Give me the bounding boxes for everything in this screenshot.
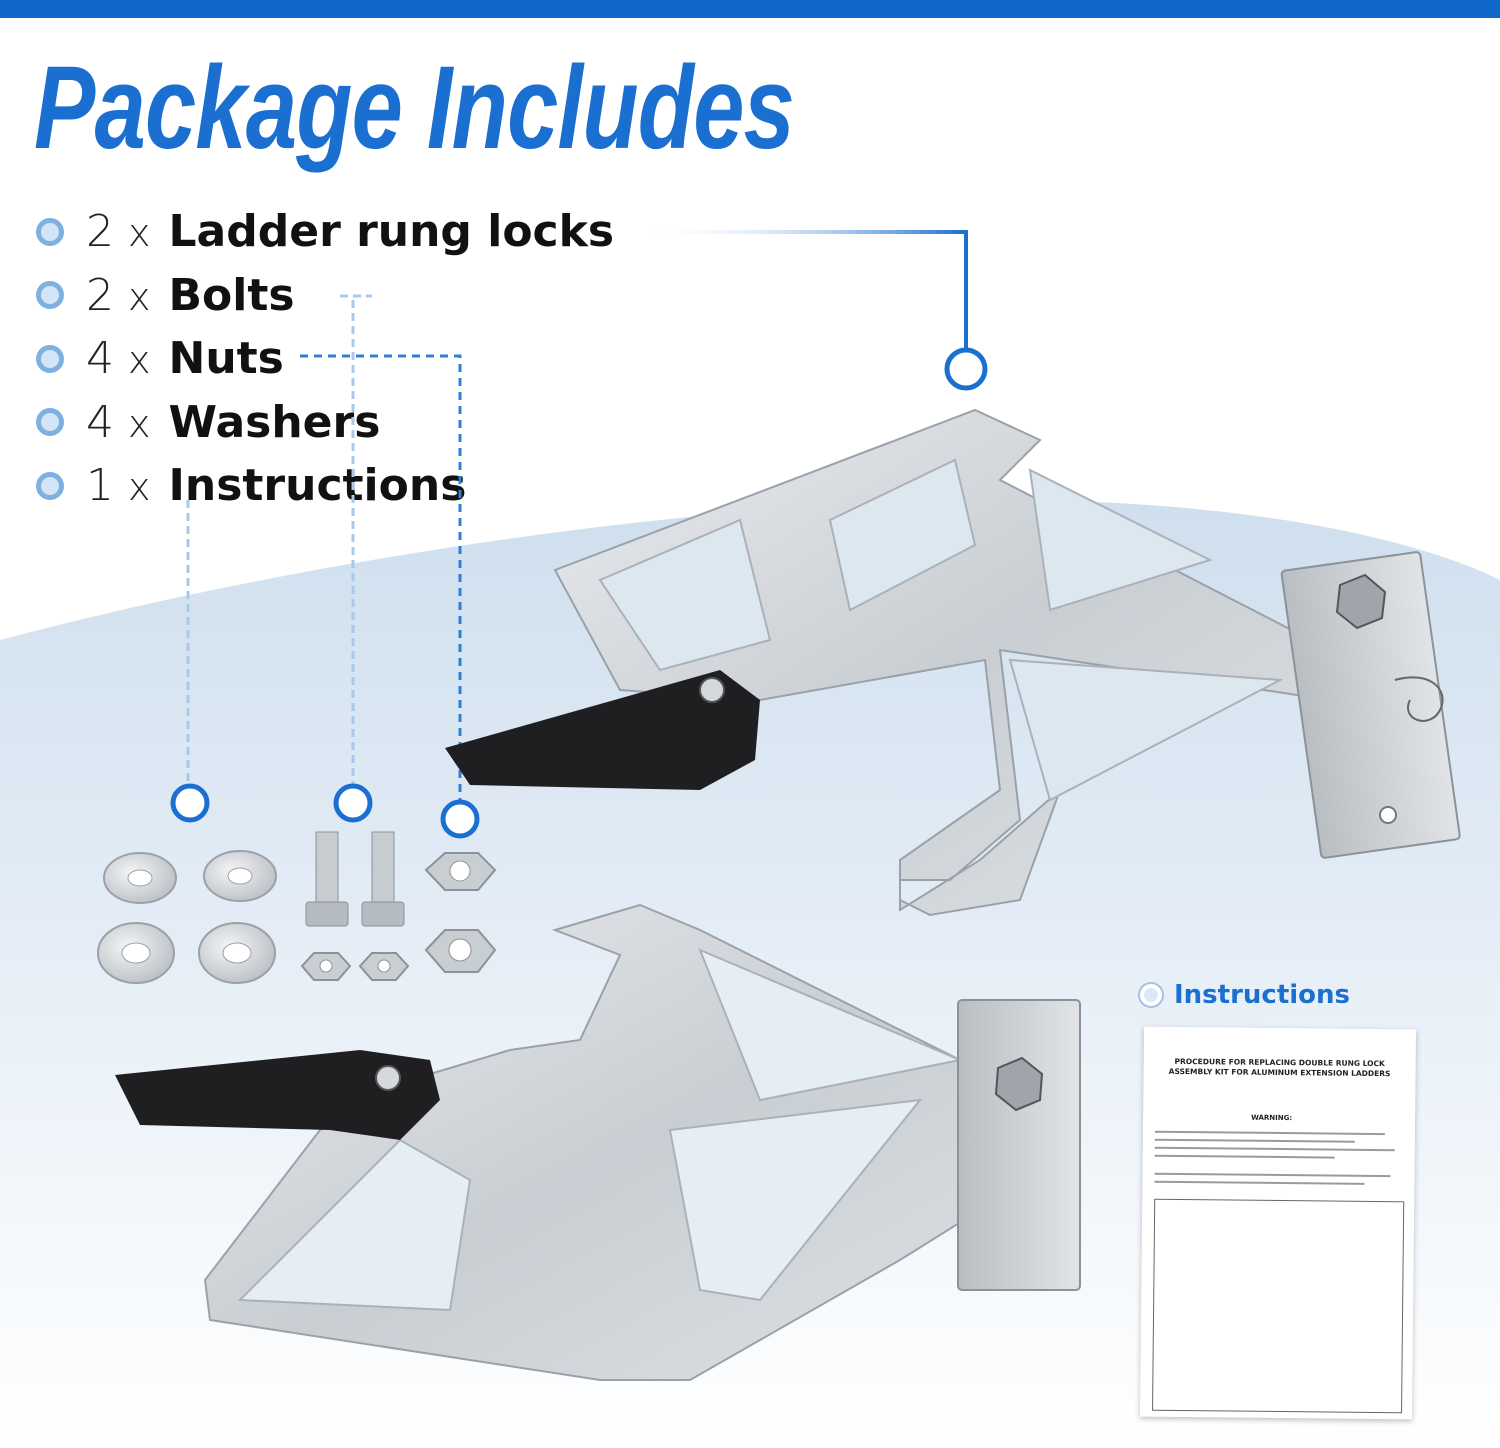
text-line <box>1154 1138 1355 1143</box>
list-item: 2 x Bolts <box>36 264 614 328</box>
item-quantity: 4 x <box>86 333 151 385</box>
top-accent-bar <box>0 0 1500 18</box>
instructions-label-text: Instructions <box>1174 980 1351 1010</box>
text-line <box>1154 1180 1365 1185</box>
rung-lock-upper <box>445 408 1461 917</box>
hardware-nuts <box>300 852 497 981</box>
list-item: 2 x Ladder rung locks <box>36 200 614 264</box>
item-name: Instructions <box>168 460 467 512</box>
item-name: Ladder rung locks <box>168 206 615 258</box>
hardware-washers <box>97 850 277 984</box>
item-name: Washers <box>168 396 381 448</box>
item-quantity: 2 x <box>86 269 151 321</box>
instructions-label: Instructions <box>1140 980 1350 1010</box>
instructions-sheet: PROCEDURE FOR REPLACING DOUBLE RUNG LOCK… <box>1139 1026 1417 1420</box>
bullet-icon <box>36 344 64 373</box>
item-quantity: 2 x <box>86 206 151 258</box>
list-item: 4 x Nuts <box>36 327 614 391</box>
text-line <box>1154 1172 1391 1178</box>
package-items-list: 2 x Ladder rung locks 2 x Bolts 4 x Nuts… <box>36 200 614 518</box>
connector-lines <box>170 230 988 839</box>
hardware-bolts <box>305 831 405 927</box>
bullet-icon <box>36 408 64 437</box>
bullet-icon <box>36 471 64 500</box>
item-quantity: 1 x <box>86 460 151 512</box>
item-quantity: 4 x <box>86 396 151 448</box>
item-name: Nuts <box>168 333 284 385</box>
instructions-warning: WARNING: <box>1251 1113 1293 1123</box>
list-item: 1 x Instructions <box>36 454 614 518</box>
page-title: Package Includes <box>34 42 795 174</box>
components-table <box>1152 1198 1405 1414</box>
text-line <box>1154 1154 1335 1159</box>
item-name: Bolts <box>168 269 295 321</box>
bullet-icon <box>36 281 64 310</box>
list-item: 4 x Washers <box>36 391 614 455</box>
bullet-icon <box>1140 984 1162 1006</box>
text-line <box>1154 1130 1385 1136</box>
text-line <box>1154 1146 1395 1152</box>
rung-lock-lower <box>115 903 1082 1381</box>
bullet-icon <box>36 217 64 246</box>
instructions-sheet-title: PROCEDURE FOR REPLACING DOUBLE RUNG LOCK… <box>1168 1056 1391 1079</box>
